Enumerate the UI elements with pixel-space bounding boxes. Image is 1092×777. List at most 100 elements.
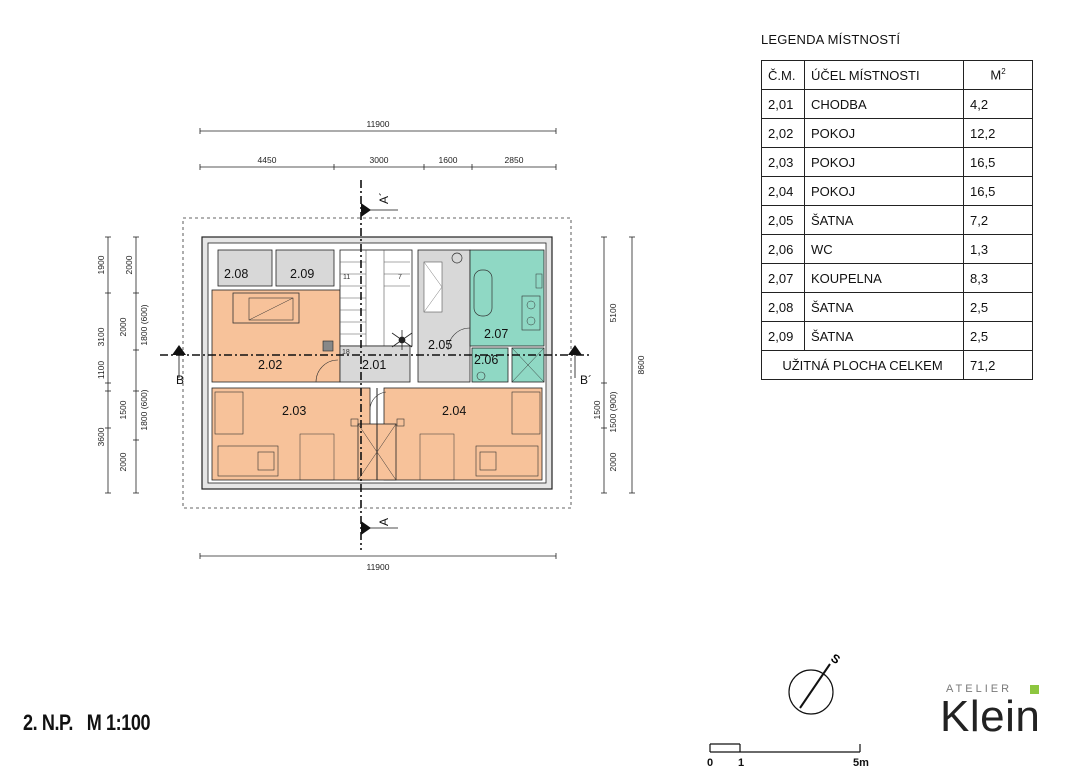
legend-header-purpose: ÚČEL MÍSTNOSTI — [804, 60, 964, 90]
plant-icon — [391, 330, 413, 350]
scale-bar — [709, 743, 861, 753]
room-purpose: CHODBA — [804, 89, 964, 119]
room-201-label: 2.01 — [362, 358, 386, 372]
roof-outline — [182, 217, 572, 509]
room-purpose: WC — [804, 234, 964, 264]
legend-header-number: Č.M. — [761, 60, 805, 90]
dim-left-outer-5: 3600 — [96, 427, 106, 446]
plan-label: 2. N.P. M 1:100 — [23, 710, 151, 735]
room-purpose: KOUPELNA — [804, 263, 964, 293]
room-area: 1,3 — [963, 234, 1033, 264]
room-206-label: 2.06 — [474, 353, 498, 367]
dim-left-outer-3: 1100 — [96, 361, 106, 380]
room-number: 2,04 — [761, 176, 805, 206]
room-number: 2,03 — [761, 147, 805, 177]
dim-left-inner-5: 2000 — [118, 452, 128, 471]
total-label: UŽITNÁ PLOCHA CELKEM — [761, 350, 964, 380]
scale-zero: 0 — [707, 757, 714, 769]
room-number: 2,05 — [761, 205, 805, 235]
section-b-right: B´ — [580, 373, 592, 387]
room-203-label: 2.03 — [282, 404, 306, 418]
section-a-bottom: A — [377, 518, 391, 526]
dim-left-outer-2: 3100 — [96, 327, 106, 346]
room-208-label: 2.08 — [224, 267, 248, 281]
room-209-fill — [275, 249, 335, 287]
dim-right-inner-3: 1500 (900) — [608, 391, 618, 432]
room-204-label: 2.04 — [442, 404, 466, 418]
dim-right-inner-1: 5100 — [608, 303, 618, 322]
legend-header-row: Č.M. ÚČEL MÍSTNOSTI M2 — [761, 60, 1033, 90]
total-value: 71,2 — [963, 350, 1033, 380]
legend-header-area: M2 — [963, 60, 1033, 90]
room-205-label: 2.05 — [428, 338, 452, 352]
north-arrow — [788, 669, 834, 715]
dim-top-3: 1600 — [439, 155, 458, 165]
dim-bottom-total: 11900 — [366, 562, 389, 572]
room-number: 2,07 — [761, 263, 805, 293]
dim-left-inner-1: 2000 — [124, 255, 134, 274]
room-207-label: 2.07 — [484, 327, 508, 341]
dim-top-2: 3000 — [370, 155, 389, 165]
room-number: 2,01 — [761, 89, 805, 119]
room-area: 7,2 — [963, 205, 1033, 235]
room-area: 12,2 — [963, 118, 1033, 148]
room-area: 16,5 — [963, 147, 1033, 177]
room-area: 8,3 — [963, 263, 1033, 293]
dim-top-1: 4450 — [258, 155, 277, 165]
scale-five: 5m — [853, 757, 869, 769]
bed-202 — [232, 292, 300, 324]
room-area: 16,5 — [963, 176, 1033, 206]
brand-atelier: ATELIER — [946, 683, 1013, 695]
dim-left-outer-4: 1500 — [118, 400, 128, 419]
room-number: 2,02 — [761, 118, 805, 148]
room-area: 2,5 — [963, 292, 1033, 322]
dim-left-inner-4: 1800 (600) — [139, 389, 149, 430]
brand-green-square — [1030, 685, 1039, 694]
room-number: 2,06 — [761, 234, 805, 264]
room-purpose: ŠATNA — [804, 321, 964, 351]
scale-one: 1 — [738, 757, 745, 769]
dim-left-inner-2: 2000 — [118, 317, 128, 336]
legend-total-row: UŽITNÁ PLOCHA CELKEM 71,2 — [761, 350, 1033, 380]
stair-number-11: 11 — [343, 274, 350, 281]
stair-number-7: 7 — [398, 274, 402, 281]
room-202-fill — [211, 289, 341, 383]
room-purpose: ŠATNA — [804, 292, 964, 322]
room-purpose: POKOJ — [804, 176, 964, 206]
room-202-label: 2.02 — [258, 358, 282, 372]
brand-logo: Klein — [940, 692, 1041, 741]
room-area: 4,2 — [963, 89, 1033, 119]
room-201-fill — [339, 345, 411, 383]
room-number: 2,09 — [761, 321, 805, 351]
section-b-left: B — [176, 373, 184, 387]
dim-top-4: 2850 — [505, 155, 524, 165]
room-area: 2,5 — [963, 321, 1033, 351]
stair-number-18: 18 — [342, 349, 350, 356]
dim-right-outer: 8600 — [636, 355, 646, 374]
room-purpose: POKOJ — [804, 147, 964, 177]
room-purpose: ŠATNA — [804, 205, 964, 235]
room-purpose: POKOJ — [804, 118, 964, 148]
room-209-label: 2.09 — [290, 267, 314, 281]
dim-top-total: 11900 — [366, 119, 389, 129]
legend-title: LEGENDA MÍSTNOSTÍ — [761, 32, 901, 47]
dim-left-outer-1: 1900 — [96, 255, 106, 274]
section-a-top: A´ — [377, 192, 391, 204]
dim-left-inner-3: 1800 (600) — [139, 304, 149, 345]
room-206-fill — [471, 347, 509, 383]
dim-right-inner-2: 1500 — [592, 400, 602, 419]
dim-right-inner-4: 2000 — [608, 452, 618, 471]
room-number: 2,08 — [761, 292, 805, 322]
room-208-fill — [217, 249, 273, 287]
